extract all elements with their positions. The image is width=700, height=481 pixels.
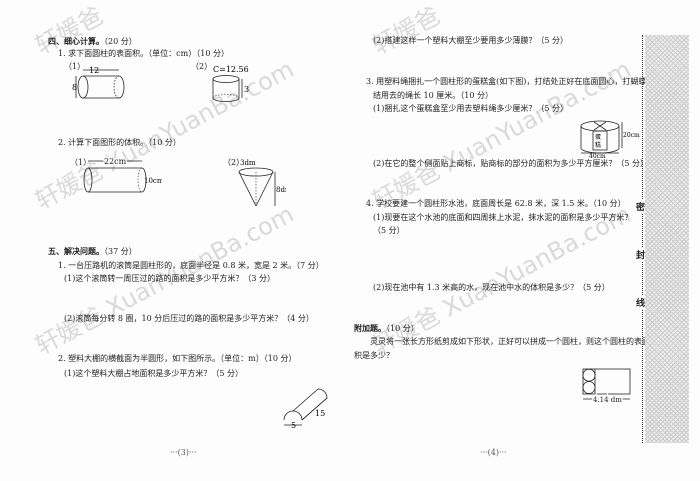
cylinder-figure-1: 12 8: [72, 66, 125, 99]
s5-q1-text: 1. 一台压路机的滚筒是圆柱形的，底面半径是 0.8 米，宽是 2 米。（7 分…: [58, 261, 324, 270]
length-label: 15: [315, 409, 325, 418]
seal-char: 封: [636, 248, 646, 261]
s5-q2-sub2: (2)搭建这样一个塑料大棚至少要用多少薄膜？（5 分）: [373, 36, 568, 45]
q4-text: 4. 学校要建一个圆柱形水池，底面周长是 62.8 米，深 1.5 米。（10 …: [366, 199, 626, 208]
bonus-line2: 积是多少？: [354, 351, 394, 360]
cylinder-figure-3: 22cm 10cm: [83, 156, 162, 193]
s5-q1-sub2: (2)滚筒每分转 8 圈，10 分后压过的路的面积是多少平方米？（4 分）: [64, 314, 314, 323]
s4-q2-fig2-label: （2）: [223, 158, 245, 167]
q3-line1: 3. 用塑料绳捆扎一个圆柱形的蛋糕盒(如下图)，打结处正好在底面圆心，打蝴蝶: [366, 77, 647, 86]
width-label: 5: [291, 421, 296, 430]
s4-q1-fig1-label: （1）: [64, 62, 86, 71]
q4-sub2: (2)现在池中有 1.3 米高的水，现在池中水的体积是多少？（5 分）: [373, 283, 610, 292]
bonus-line1: 灵灵将一张长方形纸剪成如下形状，正好可以拼成一个圆柱，则这个圆柱的表面: [370, 337, 650, 346]
section5-heading: 五、解决问题。（37 分）: [48, 246, 137, 256]
seal-char: 密: [636, 200, 646, 213]
greenhouse-figure: 5 15: [283, 388, 328, 430]
watermark: 轩媛爸: [367, 1, 445, 61]
s4-q2-text: 2. 计算下面图形的体积。（10 分）: [58, 138, 181, 147]
page-number-left: ···(3)···: [170, 448, 197, 457]
q4-sub1-points: （5 分）: [373, 226, 405, 235]
binding-strip: [645, 35, 689, 443]
unfolded-cylinder-figure: 4.14 dm: [582, 368, 631, 404]
s5-q2-sub1: (1)这个塑料大棚占地面积是多少平方米？（5 分）: [64, 369, 243, 378]
seal-char: 线: [636, 296, 646, 309]
s4-q1-fig2-label: （2）: [191, 62, 213, 71]
page-number-right: ···(4)···: [480, 448, 507, 457]
length-label: 4.14 dm: [593, 396, 622, 404]
section4-heading: 四、细心计算。（20 分）: [48, 36, 137, 46]
diameter-label: 8: [72, 83, 77, 92]
s5-q2-text: 2. 塑料大棚的横截面为半圆形，如下图所示。（单位：m）（10 分）: [58, 354, 297, 363]
length-label: 22cm: [104, 157, 127, 166]
q3-sub1: (1)捆扎这个蛋糕盒至少用去塑料绳多少厘米？（5 分）: [373, 104, 568, 113]
diameter-label: 40cm: [589, 153, 606, 158]
bonus-heading: 附加题。（10 分）: [354, 323, 419, 333]
height-label: 20cm: [623, 132, 640, 139]
s4-q1-text: 1. 求下面圆柱的表面积。（单位：cm）（10 分）: [58, 49, 229, 58]
s5-q1-sub1: (1)这个滚筒转一周压过的路的面积是多少平方米？（3 分）: [64, 274, 275, 283]
radius-label: 3dm: [240, 159, 256, 167]
q4-sub1: (1)现要在这个水池的底面和四周抹上水泥，抹水泥的面积是多少平方米？: [373, 213, 633, 222]
cone-figure: 3dm 8dm: [238, 159, 286, 207]
binding-dotted-line: [642, 35, 643, 443]
cake-label-top: 蛋: [595, 133, 601, 141]
length-label: 12: [89, 66, 99, 75]
cake-label-bottom: 糕: [595, 141, 601, 149]
height-label: 8dm: [276, 186, 286, 194]
q3-line2: 结用去的绳长 10 厘米。（10 分）: [373, 91, 493, 100]
cake-box-figure: 蛋 糕 20cm 40cm: [580, 120, 640, 158]
cylinder-figure-2: C=12.56 3: [212, 65, 249, 102]
q3-sub2: (2)在它的整个侧面贴上商标，贴商标的部分的面积为多少平方厘米？（5 分）: [373, 159, 648, 168]
circumference-label: C=12.56: [213, 65, 249, 74]
diameter-label: 10cm: [144, 177, 162, 185]
height-label: 3: [244, 85, 249, 94]
s4-q2-fig1-label: （1）: [70, 158, 92, 167]
